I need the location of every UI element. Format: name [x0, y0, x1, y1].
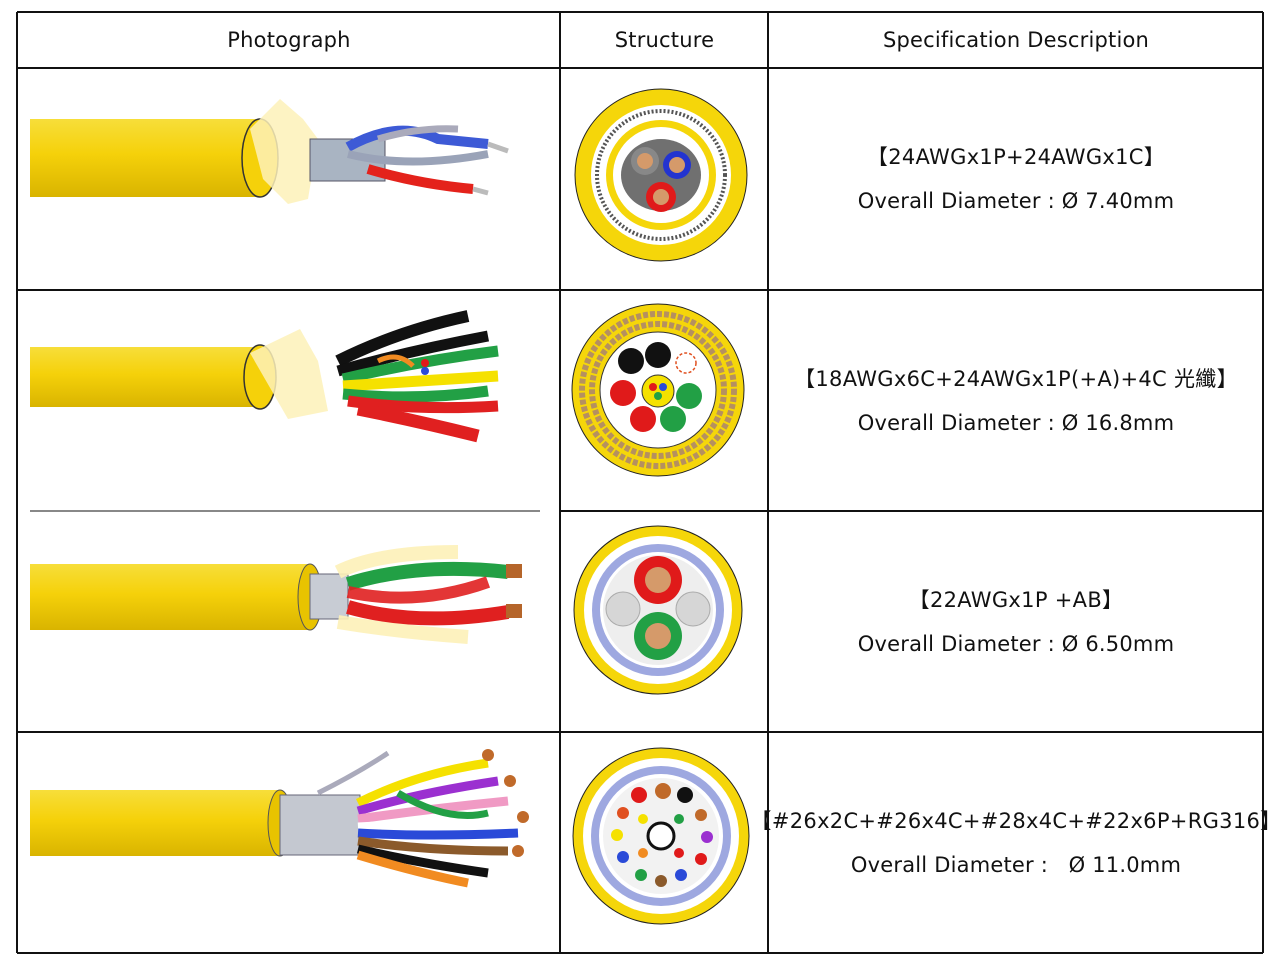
header-photograph: Photograph: [227, 28, 351, 52]
spec-row-1: 【24AWGx1P+24AWGx1C】 Overall Diameter : Ø…: [769, 69, 1263, 289]
spec-row-4: 【#26x2C+#26x4C+#28x4C+#22x6P+RG316】 Over…: [751, 733, 1280, 952]
spec-diameter: Overall Diameter : Ø 16.8mm: [857, 410, 1175, 435]
cable-photo-1: [30, 99, 509, 204]
cable-photo-4: [30, 749, 529, 888]
cable-photo-3: [30, 545, 522, 644]
spec-title: 【18AWGx6C+24AWGx1P(+A)+4C 光纖】: [794, 366, 1238, 391]
cable-structure-4: [572, 747, 750, 925]
spec-title: 【#26x2C+#26x4C+#28x4C+#22x6P+RG316】: [750, 808, 1280, 833]
spec-diameter: Overall Diameter : Ø 11.0mm: [850, 852, 1182, 877]
header-specification: Specification Description: [882, 28, 1150, 52]
spec-diameter: Overall Diameter : Ø 7.40mm: [857, 189, 1175, 213]
header-structure: Structure: [614, 28, 715, 52]
spec-title: 【22AWGx1P +AB】: [908, 587, 1124, 612]
spec-row-3: 【22AWGx1P +AB】 Overall Diameter : Ø 6.50…: [769, 512, 1263, 731]
cable-structure-2: [571, 303, 745, 477]
cable-photo-2: [30, 310, 499, 443]
spec-title: 【24AWGx1P+24AWGx1C】: [866, 145, 1166, 169]
cable-structure-3: [573, 525, 743, 695]
spec-diameter: Overall Diameter : Ø 6.50mm: [857, 631, 1175, 656]
spec-row-2: 【18AWGx6C+24AWGx1P(+A)+4C 光纖】 Overall Di…: [769, 291, 1263, 510]
cable-structure-1: [574, 88, 748, 262]
